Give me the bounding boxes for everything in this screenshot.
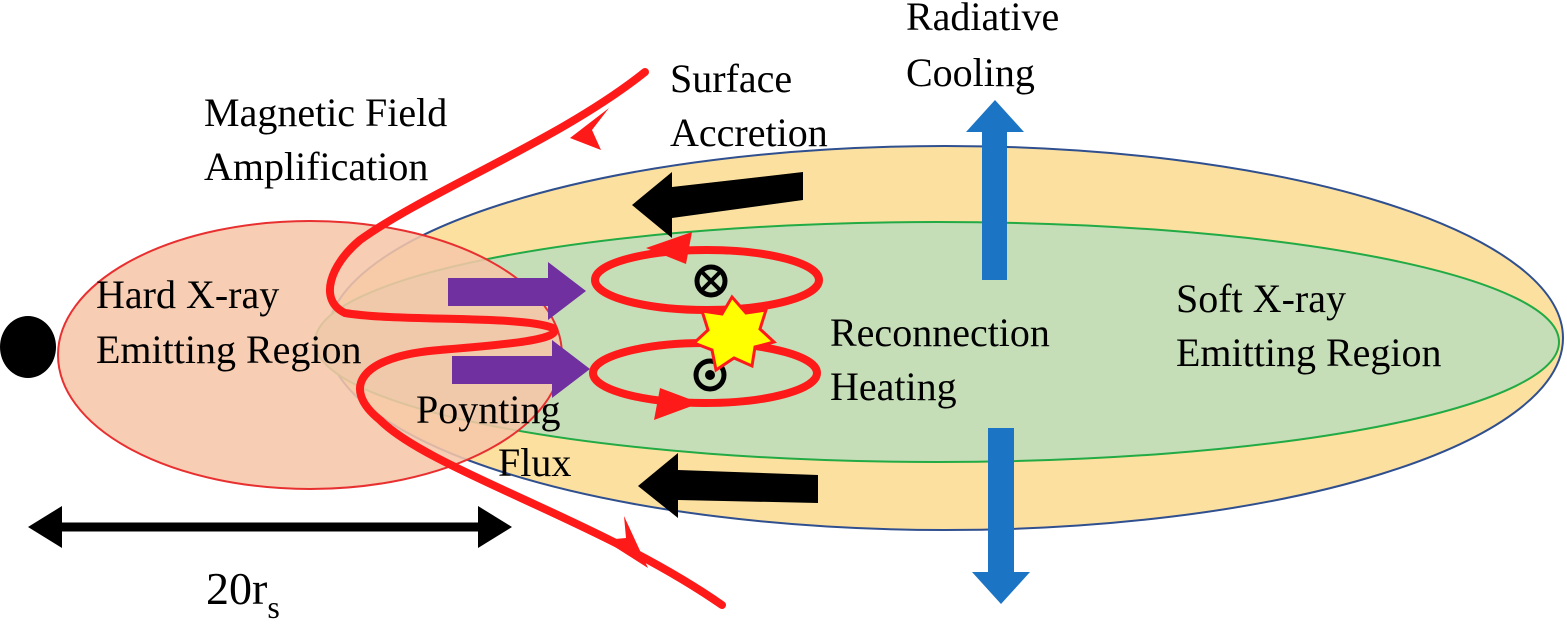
scale-bar-label: 20rs — [206, 563, 280, 622]
reconnection-heating-label-line1: Reconnection — [830, 310, 1050, 355]
magnetic-field-line — [326, 68, 726, 609]
soft-xray-label-line2: Emitting Region — [1176, 330, 1442, 375]
radiative-cooling-label-line1: Radiative — [906, 0, 1059, 39]
cooling-arrow-down — [972, 428, 1030, 604]
star-burst-icon — [691, 294, 778, 373]
field-arrowhead-upper — [570, 108, 609, 150]
poynting-flux-label-line2: Flux — [498, 440, 571, 485]
magnetic-field-label-line2: Amplification — [204, 144, 428, 189]
field-loop-upper — [591, 246, 823, 314]
flow-arrow-upper — [632, 172, 803, 238]
radiative-cooling-label-line2: Cooling — [906, 50, 1035, 95]
scale-bar-base: 20r — [206, 563, 267, 614]
circle-dot-icon — [693, 358, 727, 392]
surface-accretion-label-line2: Accretion — [670, 110, 828, 155]
reconnection-heating-label-line2: Heating — [830, 364, 957, 409]
loop-arrowhead-lower — [654, 388, 700, 420]
field-arrowhead-lower — [604, 516, 648, 568]
hard-xray-label-line2: Emitting Region — [96, 327, 362, 372]
hard-xray-label-line1: Hard X-ray — [96, 272, 279, 317]
soft-xray-label-line1: Soft X-ray — [1176, 276, 1346, 321]
loop-arrowhead-upper — [646, 232, 692, 264]
magnetic-field-label-line1: Magnetic Field — [204, 90, 447, 135]
scale-bar-arrow — [28, 506, 512, 548]
cooling-arrow-up — [966, 100, 1024, 280]
black-hole-icon — [0, 316, 56, 378]
scale-bar-subscript: s — [267, 589, 279, 622]
poynting-flux-label-line1: Poynting — [416, 387, 560, 432]
surface-accretion-label-line1: Surface — [670, 56, 792, 101]
circle-cross-icon — [694, 264, 728, 298]
poynting-arrow-upper — [448, 262, 586, 320]
flow-arrow-lower — [638, 453, 818, 518]
poynting-arrow-lower — [452, 340, 590, 398]
